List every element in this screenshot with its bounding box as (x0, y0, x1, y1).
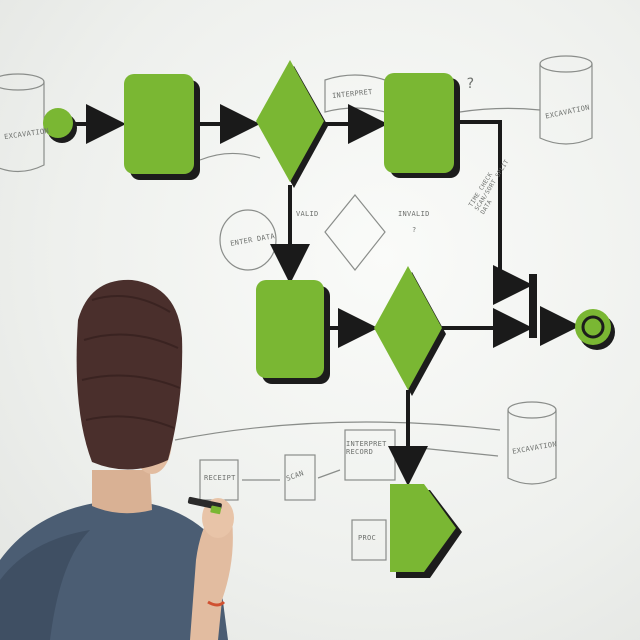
process-box-2 (384, 73, 460, 178)
person (0, 279, 234, 640)
sketch-label-question-top: ? (466, 76, 475, 92)
sketch-diamond (324, 194, 386, 271)
person-beanie (76, 279, 183, 470)
sketch-label-invalid: INVALID (398, 210, 430, 218)
sketch-label-receipt: RECEIPT (204, 474, 236, 482)
join-bar (529, 274, 537, 338)
sketch-label-proc: PROC (358, 534, 377, 542)
connector-lines (72, 104, 580, 486)
decision-diamond-2 (374, 266, 446, 396)
sketch-cylinder-top-right (539, 55, 593, 73)
person-arm (190, 512, 233, 640)
process-box-3 (256, 280, 330, 384)
bracelet (207, 600, 226, 607)
sketch-cylinder-top-left (0, 73, 45, 91)
sketch-label-valid: VALID (296, 210, 319, 218)
start-node (43, 108, 77, 143)
end-node (575, 309, 615, 350)
connector-box2-to-join (456, 120, 533, 305)
sketch-layer (0, 55, 593, 561)
decision-diamond-1 (256, 60, 328, 188)
process-box-1 (124, 74, 200, 180)
output-pentagon (390, 484, 462, 578)
person-shirt (0, 500, 228, 640)
sketch-label-interpret-record: INTERPRET RECORD (346, 440, 387, 456)
person-neck (92, 470, 152, 514)
sketch-label-question-invalid: ? (412, 226, 417, 234)
